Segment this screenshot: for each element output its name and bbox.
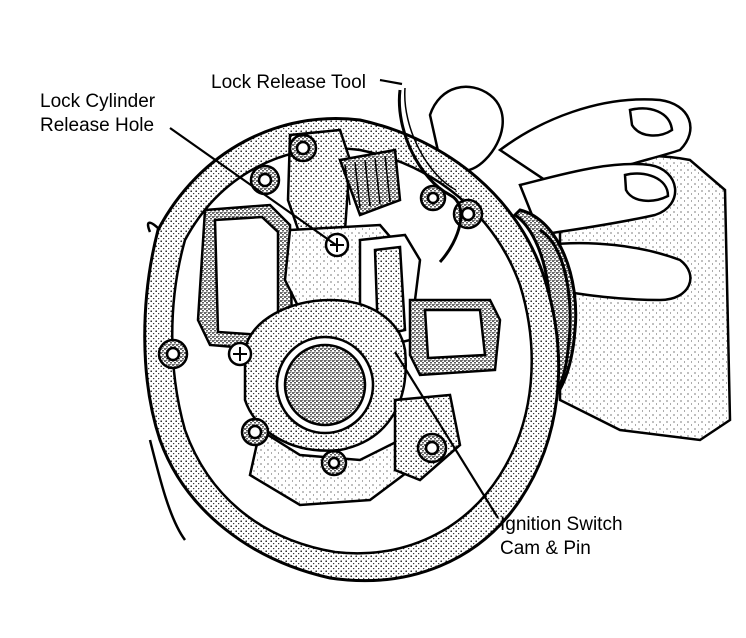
- lock-cylinder-release-hole: [324, 232, 350, 258]
- finger-lower: [543, 241, 692, 302]
- boss-lower-right: [416, 432, 448, 464]
- hand-illustration: [428, 85, 732, 442]
- label-lock-cylinder-line-1: Lock Cylinder: [40, 91, 156, 112]
- label-lock-release-tool: Lock Release Tool: [211, 72, 366, 93]
- boss-lower-left: [240, 417, 270, 447]
- fingernail: [628, 107, 674, 137]
- fingernail-2: [623, 172, 670, 203]
- leader-ignition-switch-cam-pin: [394, 351, 499, 519]
- boss-top: [288, 133, 318, 163]
- label-ignition-switch-line-2: Cam & Pin: [500, 538, 591, 559]
- column-tube-left: [146, 221, 187, 541]
- boss-bottom: [320, 449, 348, 477]
- boss-top-left: [249, 164, 281, 196]
- lock-mechanism: [196, 128, 502, 507]
- leader-lock-cylinder-release-hole: [169, 127, 337, 246]
- lock-release-tool: [397, 87, 463, 264]
- leader-lines: [169, 78, 499, 519]
- leader-lock-release-tool: [379, 78, 403, 86]
- boss-top-right: [419, 184, 447, 212]
- boss-center-left: [227, 341, 253, 367]
- label-lock-cylinder-line-2: Release Hole: [40, 115, 155, 136]
- label-ignition-switch-line-1: Ignition Switch: [500, 514, 623, 535]
- boss-left: [157, 338, 189, 370]
